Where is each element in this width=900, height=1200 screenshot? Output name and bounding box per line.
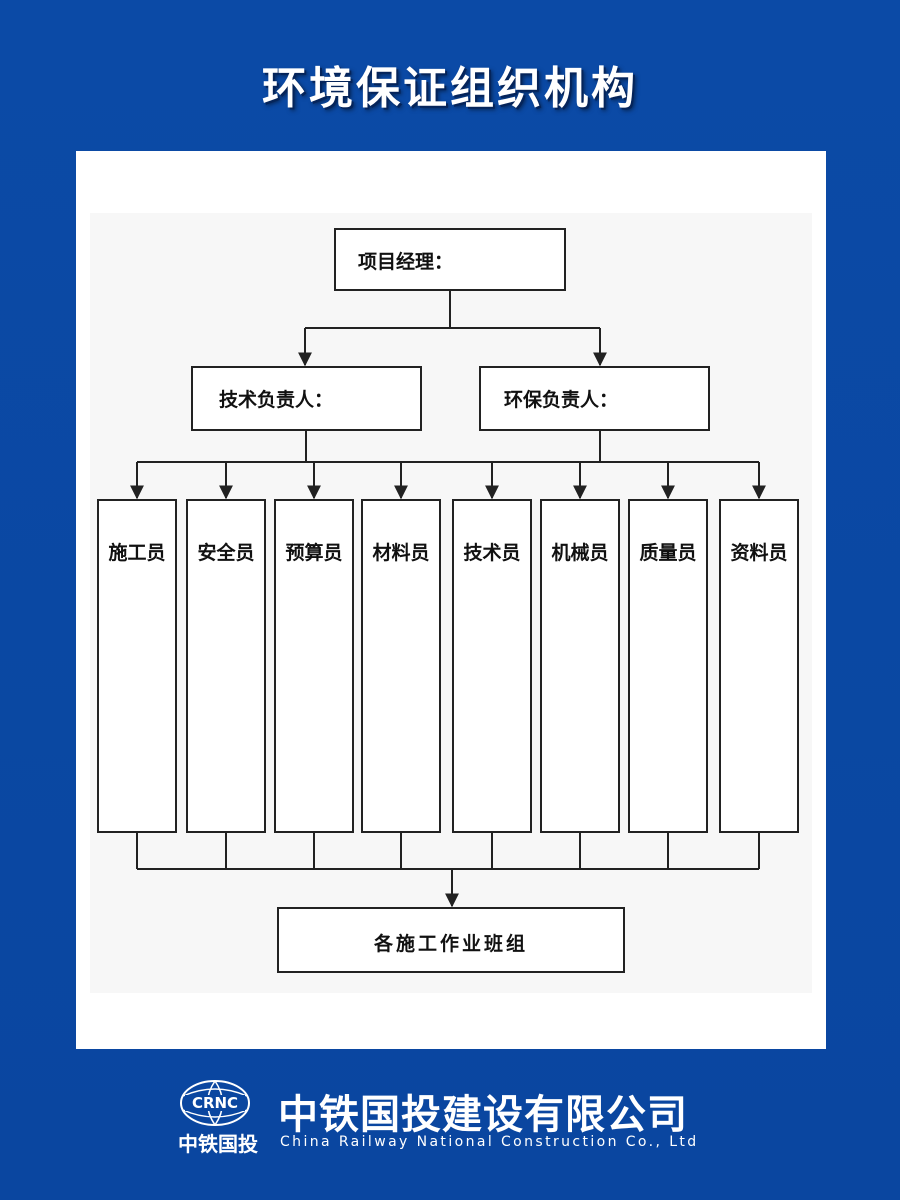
connector-lines: [130, 290, 766, 908]
node-staff-7: 质量员: [628, 499, 708, 833]
node-env-lead-box: [479, 366, 710, 431]
node-staff-8-box: [719, 499, 799, 833]
footer: CRNC 中铁国投 中铁国投建设有限公司 China Railway Natio…: [0, 1070, 900, 1180]
node-work-teams-label: 各施工作业班组: [373, 932, 528, 955]
node-staff-3-label: 预算员: [285, 541, 342, 564]
org-nodes: 项目经理： 技术负责人： 环保负责人： 施工员 安全员 预算员 材料员 技术员 机械员 质量员 资料…: [97, 228, 799, 973]
logo-text: CRNC: [192, 1094, 238, 1112]
org-chart: 项目经理： 技术负责人： 环保负责人： 施工员 安全员 预算员 材料员 技术员 机械员 质量员 资料…: [97, 228, 799, 973]
node-staff-2-box: [186, 499, 266, 833]
node-env-lead: 环保负责人：: [479, 366, 710, 431]
node-staff-8: 资料员: [719, 499, 799, 833]
node-staff-5: 技术员: [452, 499, 532, 833]
node-staff-5-box: [452, 499, 532, 833]
node-project-manager: 项目经理：: [334, 228, 566, 291]
node-staff-1-box: [97, 499, 177, 833]
node-staff-8-label: 资料员: [730, 541, 787, 564]
node-staff-4-box: [361, 499, 441, 833]
node-staff-1: 施工员: [97, 499, 177, 833]
node-staff-6-label: 机械员: [551, 541, 608, 564]
node-tech-lead-label: 技术负责人：: [219, 388, 333, 411]
node-staff-2-label: 安全员: [197, 541, 254, 564]
node-staff-3-box: [274, 499, 354, 833]
node-staff-6: 机械员: [540, 499, 620, 833]
company-name-cn: 中铁国投建设有限公司: [278, 1092, 688, 1138]
node-work-teams: 各施工作业班组: [277, 907, 625, 973]
node-work-teams-box: [277, 907, 625, 973]
node-tech-lead: 技术负责人：: [191, 366, 422, 431]
page-title: 环境保证组织机构: [262, 63, 638, 114]
node-staff-2: 安全员: [186, 499, 266, 833]
company-name-en: China Railway National Construction Co.,…: [280, 1134, 699, 1150]
node-tech-lead-box: [191, 366, 422, 431]
node-staff-1-label: 施工员: [108, 541, 165, 564]
node-staff-6-box: [540, 499, 620, 833]
node-env-lead-label: 环保负责人：: [504, 388, 618, 411]
node-staff-3: 预算员: [274, 499, 354, 833]
node-project-manager-box: [334, 228, 566, 291]
node-staff-7-label: 质量员: [639, 542, 696, 564]
node-project-manager-label: 项目经理：: [358, 250, 453, 273]
node-staff-4-label: 材料员: [372, 541, 429, 564]
logo-subtitle: 中铁国投: [178, 1132, 258, 1156]
crnc-logo-icon: CRNC: [180, 1080, 250, 1126]
node-staff-5-label: 技术员: [463, 541, 520, 564]
node-staff-7-box: [628, 499, 708, 833]
node-staff-4: 材料员: [361, 499, 441, 833]
